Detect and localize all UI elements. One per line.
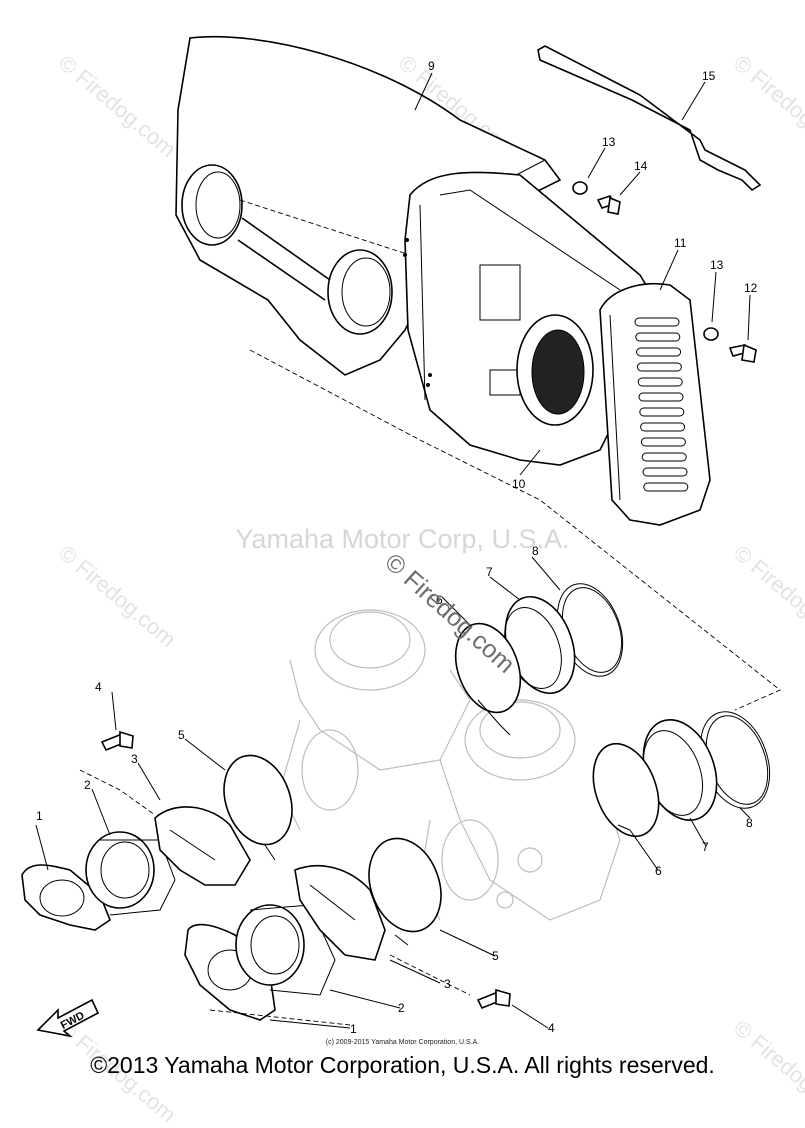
cover-slot xyxy=(643,482,689,492)
callout-7: 7 xyxy=(702,840,709,854)
callout-15: 15 xyxy=(702,69,716,83)
callout-13: 13 xyxy=(602,135,616,149)
part-9-air-case xyxy=(175,35,562,376)
leader-lines xyxy=(35,72,751,1029)
callout-3: 3 xyxy=(131,752,138,766)
callout-6: 6 xyxy=(436,593,443,607)
callout-12: 12 xyxy=(744,281,758,295)
part-4-bolt-upper xyxy=(100,730,134,752)
part-2-joint-lower xyxy=(235,904,336,996)
watermark-yamaha: Yamaha Motor Corp, U.S.A. xyxy=(235,524,570,554)
callout-8: 8 xyxy=(746,816,753,830)
cover-slot xyxy=(640,437,686,447)
cover-slot xyxy=(635,332,681,342)
callout-4: 4 xyxy=(548,1021,555,1035)
callout-10: 10 xyxy=(512,477,526,491)
part-13-washer xyxy=(703,327,719,341)
part-6-boot-lower xyxy=(592,742,660,838)
callout-4: 4 xyxy=(95,680,102,694)
part-10-filter-housing xyxy=(403,171,656,466)
small-copyright: (c) 2009-2015 Yamaha Motor Corporation, … xyxy=(325,1039,480,1046)
fwd-label: FWD xyxy=(59,1010,87,1032)
part-1-gasket-upper xyxy=(21,864,111,931)
cover-slot xyxy=(637,377,683,387)
part-3-joint-upper xyxy=(154,806,251,886)
fwd-arrow-icon: FWD xyxy=(36,998,100,1038)
cover-slot xyxy=(642,467,688,477)
cover-slot xyxy=(638,392,684,402)
part-11-cover-plate xyxy=(599,282,711,526)
callout-1: 1 xyxy=(350,1022,357,1036)
cover-slot xyxy=(634,317,680,327)
cover-slot xyxy=(639,407,685,417)
alignment-lines xyxy=(79,349,781,1026)
callout-3: 3 xyxy=(444,977,451,991)
callout-5: 5 xyxy=(492,949,499,963)
cover-slot xyxy=(641,452,687,462)
part-6-boot-upper xyxy=(454,622,522,736)
callout-14: 14 xyxy=(634,159,648,173)
exploded-parts-diagram: 9 15 13 14 11 13 12 10 8 7 6 4 5 3 2 1 8… xyxy=(21,35,781,1038)
callout-11: 11 xyxy=(674,236,687,250)
callout-7: 7 xyxy=(486,565,493,579)
part-4-bolt-lower xyxy=(476,988,511,1010)
callout-13: 13 xyxy=(710,258,724,272)
part-15-bracket xyxy=(537,45,762,192)
cover-slot xyxy=(640,422,686,432)
callout-1: 1 xyxy=(36,809,43,823)
carburetor-assembly xyxy=(279,609,621,921)
callout-2: 2 xyxy=(84,778,91,792)
callout-9: 9 xyxy=(428,59,435,73)
part-12-bolt xyxy=(728,343,757,363)
callout-8: 8 xyxy=(532,544,539,558)
part-5-band-lower xyxy=(368,837,442,946)
part-5-band-upper xyxy=(223,754,293,861)
callout-5: 5 xyxy=(178,728,185,742)
part-2-joint-upper xyxy=(85,831,176,916)
callout-2: 2 xyxy=(398,1001,405,1015)
cover-slot xyxy=(636,362,682,372)
part-14-bolt xyxy=(596,195,621,215)
cover-slot xyxy=(636,347,682,357)
part-13-washer xyxy=(572,181,588,195)
part-3-joint-lower xyxy=(294,864,386,961)
callout-6: 6 xyxy=(655,864,662,878)
footer-copyright: ©2013 Yamaha Motor Corporation, U.S.A. A… xyxy=(90,1052,715,1078)
